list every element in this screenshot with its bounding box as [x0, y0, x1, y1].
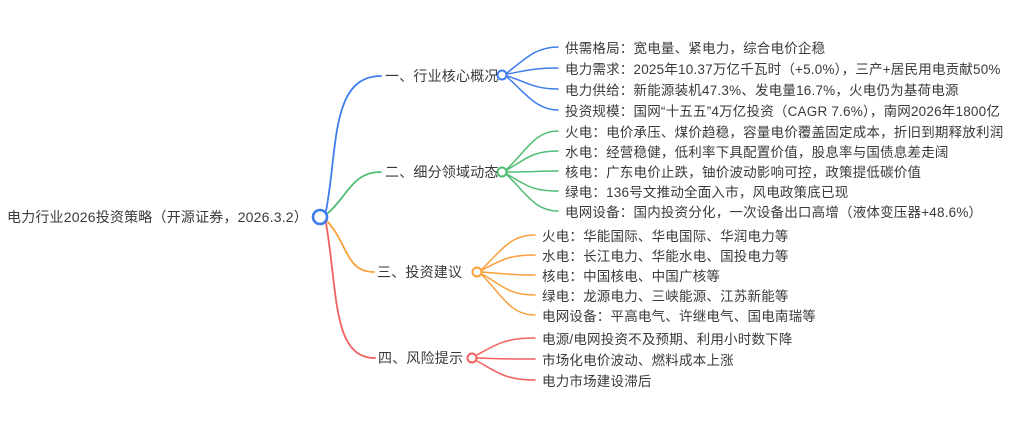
branch-node-investment-advice[interactable]: 三、投资建议 [377, 264, 463, 280]
leaf-node[interactable]: 水电：经营稳健，低利率下具配置价值，股息率与国债息差走阔 [565, 145, 949, 160]
leaf-node[interactable]: 市场化电价波动、燃料成本上涨 [542, 353, 734, 368]
connector-branch-3-leaf-1 [481, 234, 536, 270]
connector-root-to-branch-2 [326, 171, 382, 215]
branch-4-collapse-handle[interactable] [466, 352, 478, 364]
leaf-node[interactable]: 核电：广东电价止跌，铀价波动影响可控，政策提低碳价值 [565, 165, 922, 180]
connector-branch-1-leaf-4 [506, 76, 559, 111]
connector-branch-2-leaf-3 [506, 170, 559, 173]
connector-branch-2-leaf-4 [506, 173, 559, 192]
connector-branch-2-leaf-5 [506, 174, 559, 212]
leaf-node[interactable]: 电网设备：国内投资分化，一次设备出口高增（液体变压器+48.6%） [565, 205, 983, 220]
connector-root-to-branch-3 [326, 220, 375, 273]
branch-node-segment-dynamics[interactable]: 二、细分领域动态 [385, 164, 499, 180]
leaf-node[interactable]: 核电：中国核电、中国广核等 [542, 269, 721, 284]
connector-root-to-branch-4 [325, 222, 376, 359]
connector-branch-2-leaf-2 [506, 150, 559, 171]
root-collapse-handle[interactable] [311, 208, 329, 226]
branch-2-collapse-handle[interactable] [496, 166, 508, 178]
leaf-node[interactable]: 绿电：136号文推动全面入市，风电政策底已现 [565, 185, 849, 200]
branch-node-risk-warning[interactable]: 四、风险提示 [378, 350, 464, 366]
connector-branch-1-leaf-3 [506, 75, 559, 90]
leaf-node[interactable]: 电源/电网投资不及预期、利用小时数下降 [542, 332, 793, 347]
leaf-node[interactable]: 电力市场建设滞后 [542, 374, 652, 389]
leaf-node[interactable]: 绿电：龙源电力、三峡能源、江苏新能等 [542, 289, 789, 304]
connector-branch-1-leaf-1 [506, 46, 559, 74]
connector-root-to-branch-1 [325, 75, 382, 212]
branch-1-collapse-handle[interactable] [496, 69, 508, 81]
leaf-node[interactable]: 火电：华能国际、华电国际、华润电力等 [542, 229, 789, 244]
leaf-node[interactable]: 供需格局：宽电量、紧电力，综合电价企稳 [565, 41, 826, 56]
leaf-node[interactable]: 电网设备：平高电气、许继电气、国电南瑞等 [542, 309, 816, 324]
leaf-node[interactable]: 投资规模：国网“十五五”4万亿投资（CAGR 7.6%），南网2026年1800… [565, 104, 1001, 119]
connector-branch-3-leaf-3 [481, 271, 536, 276]
leaf-node[interactable]: 电力需求：2025年10.37万亿千瓦时（+5.0%），三产+居民用电贡献50% [565, 62, 1001, 77]
branch-node-industry-overview[interactable]: 一、行业核心概况 [385, 68, 499, 84]
connector-branch-3-leaf-5 [481, 274, 536, 316]
root-node[interactable]: 电力行业2026投资策略（开源证券，2026.3.2） [6, 209, 308, 225]
connector-branch-3-leaf-4 [481, 273, 536, 296]
connector-branch-1-leaf-2 [506, 67, 559, 75]
leaf-node[interactable]: 火电：电价承压、煤价趋稳，容量电价覆盖固定成本，折旧到期释放利润 [565, 125, 1004, 140]
connector-branch-4-leaf-3 [476, 360, 536, 381]
leaf-node[interactable]: 水电：长江电力、华能水电、国投电力等 [542, 249, 789, 264]
connector-branch-4-leaf-2 [476, 357, 536, 360]
connector-branch-4-leaf-1 [476, 337, 536, 356]
leaf-node[interactable]: 电力供给：新能源装机47.3%、发电量16.7%，火电仍为基荷电源 [565, 83, 959, 98]
branch-3-collapse-handle[interactable] [471, 266, 483, 278]
connector-branch-3-leaf-2 [481, 254, 536, 271]
connector-branch-2-leaf-1 [506, 130, 559, 170]
